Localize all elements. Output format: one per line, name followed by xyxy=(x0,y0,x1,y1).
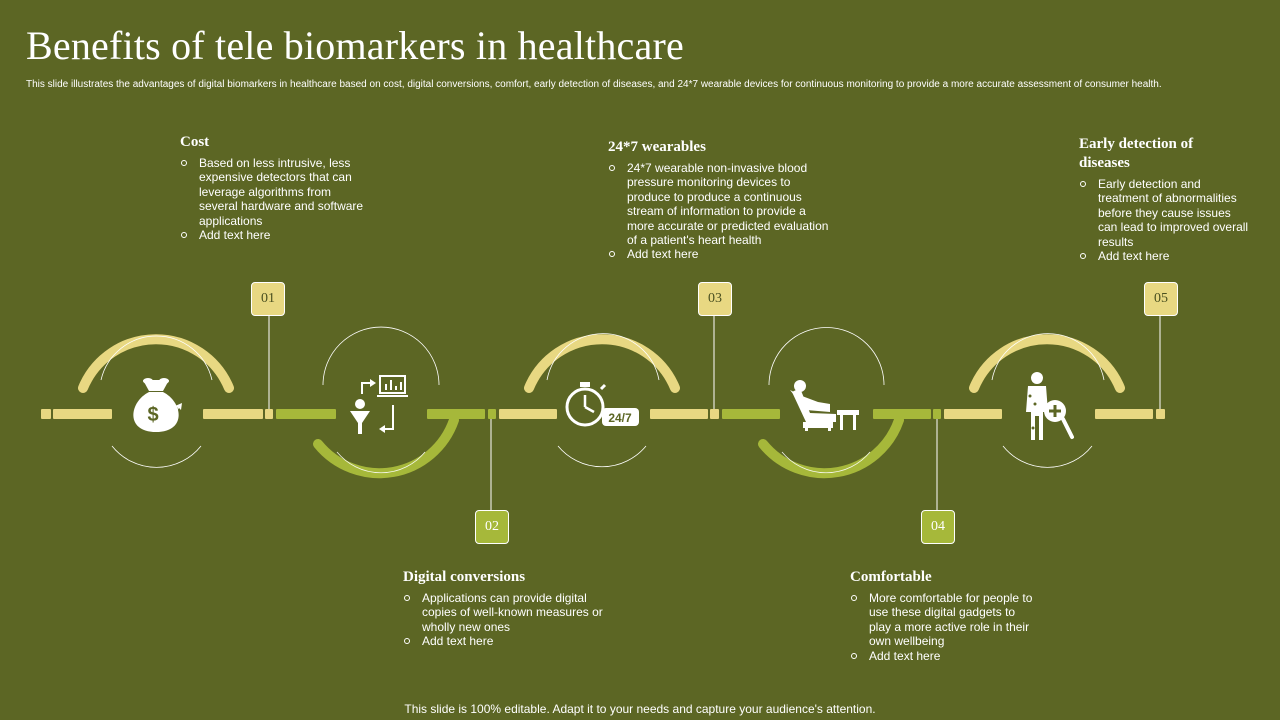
arc-02 xyxy=(313,415,459,479)
step-02-badge: 02 xyxy=(475,510,509,544)
step-wearables: 24*7 wearables 24*7 wearable non-invasiv… xyxy=(608,138,833,262)
step-cost: Cost Based on less intrusive, less expen… xyxy=(180,133,370,242)
timeline-bar xyxy=(41,409,1165,419)
list-item: Early detection and treatment of abnorma… xyxy=(1079,177,1251,249)
list-item: Add text here xyxy=(608,247,833,261)
page-title: Benefits of tele biomarkers in healthcar… xyxy=(26,23,684,68)
svg-text:$: $ xyxy=(147,404,158,426)
recliner-chair-icon xyxy=(790,380,859,431)
step-03-badge: 03 xyxy=(698,282,732,316)
list-item: Add text here xyxy=(403,634,603,648)
arc-01 xyxy=(78,334,234,393)
arc-05 xyxy=(969,334,1125,393)
list-item: Based on less intrusive, less expensive … xyxy=(180,156,370,228)
footer-note: This slide is 100% editable. Adapt it to… xyxy=(404,702,876,716)
list-item: Add text here xyxy=(1079,249,1251,263)
step-title: Comfortable xyxy=(850,569,932,585)
step-comfortable: Comfortable More comfortable for people … xyxy=(850,568,1040,663)
page-subtitle: This slide illustrates the advantages of… xyxy=(26,79,1162,90)
money-bag-icon: $ xyxy=(133,378,182,432)
step-04-badge: 04 xyxy=(921,510,955,544)
list-item: Add text here xyxy=(850,649,1040,663)
list-item: More comfortable for people to use these… xyxy=(850,591,1040,649)
stopwatch-icon xyxy=(565,382,639,427)
step-01-badge: 01 xyxy=(251,282,285,316)
step-title: Early detection of diseases xyxy=(1079,136,1194,171)
digital-conversion-icon xyxy=(350,375,408,434)
step-digital-conversions: Digital conversions Applications can pro… xyxy=(403,568,603,649)
list-item: Add text here xyxy=(180,228,370,242)
body-scan-magnifier-icon xyxy=(1026,372,1074,440)
step-title: 24*7 wearables xyxy=(608,139,706,155)
list-item: Applications can provide digital copies … xyxy=(403,591,603,634)
stopwatch-24-7-label: 24/7 xyxy=(608,411,632,425)
arc-03 xyxy=(524,334,680,393)
step-title: Cost xyxy=(180,134,210,150)
step-title: Digital conversions xyxy=(403,569,526,585)
list-item: 24*7 wearable non-invasive blood pressur… xyxy=(608,161,833,247)
arc-04 xyxy=(758,415,904,479)
step-early-detection: Early detection of diseases Early detect… xyxy=(1079,135,1251,263)
step-05-badge: 05 xyxy=(1144,282,1178,316)
